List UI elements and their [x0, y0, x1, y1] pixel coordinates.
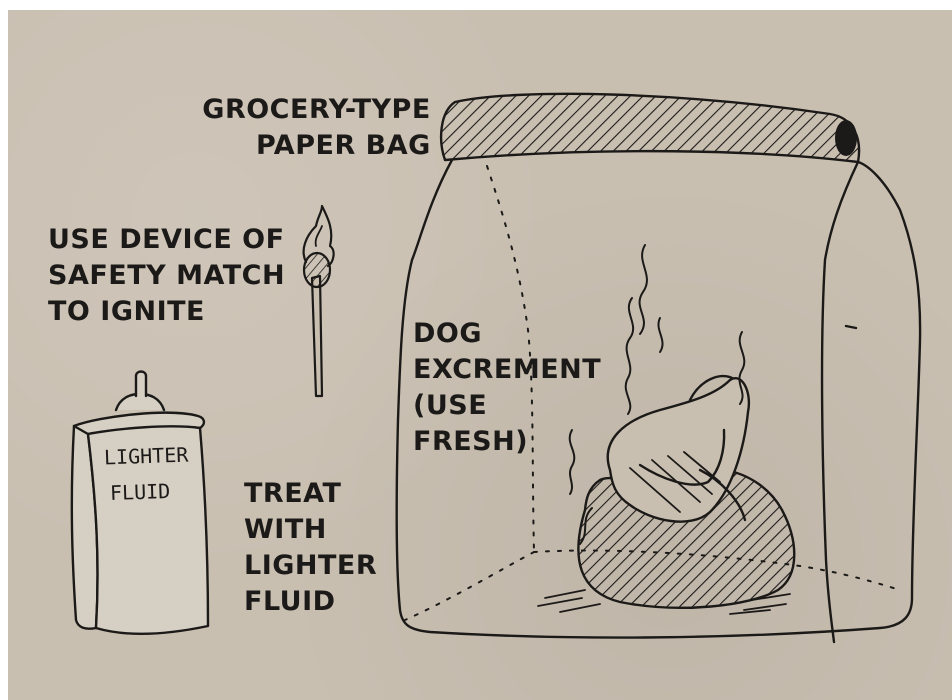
treat-label: TREAT WITH LIGHTER FLUID: [244, 476, 377, 620]
treat-label-line-3: LIGHTER: [244, 548, 377, 584]
bag-label-line-2: PAPER BAG: [198, 128, 431, 164]
can-label-line-2: FLUID: [110, 479, 171, 505]
bag-label-line-1: GROCERY-TYPE: [198, 92, 431, 128]
excrement-label-line-3: (USE: [413, 388, 601, 424]
excrement-label: DOG EXCREMENT (USE FRESH): [413, 316, 601, 460]
match-label: USE DEVICE OF SAFETY MATCH TO IGNITE: [48, 222, 285, 330]
match-label-line-2: SAFETY MATCH: [48, 258, 285, 294]
match-label-line-1: USE DEVICE OF: [48, 222, 285, 258]
match-drawing: [304, 206, 334, 396]
match-label-line-3: TO IGNITE: [48, 294, 285, 330]
excrement-label-line-1: DOG: [413, 316, 601, 352]
treat-label-line-1: TREAT: [244, 476, 377, 512]
treat-label-line-4: FLUID: [244, 584, 377, 620]
bag-label: GROCERY-TYPE PAPER BAG: [198, 92, 431, 164]
treat-label-line-2: WITH: [244, 512, 377, 548]
excrement-label-line-2: EXCREMENT: [413, 352, 601, 388]
can-label-line-1: LIGHTER: [104, 443, 189, 470]
excrement-label-line-4: FRESH): [413, 424, 601, 460]
